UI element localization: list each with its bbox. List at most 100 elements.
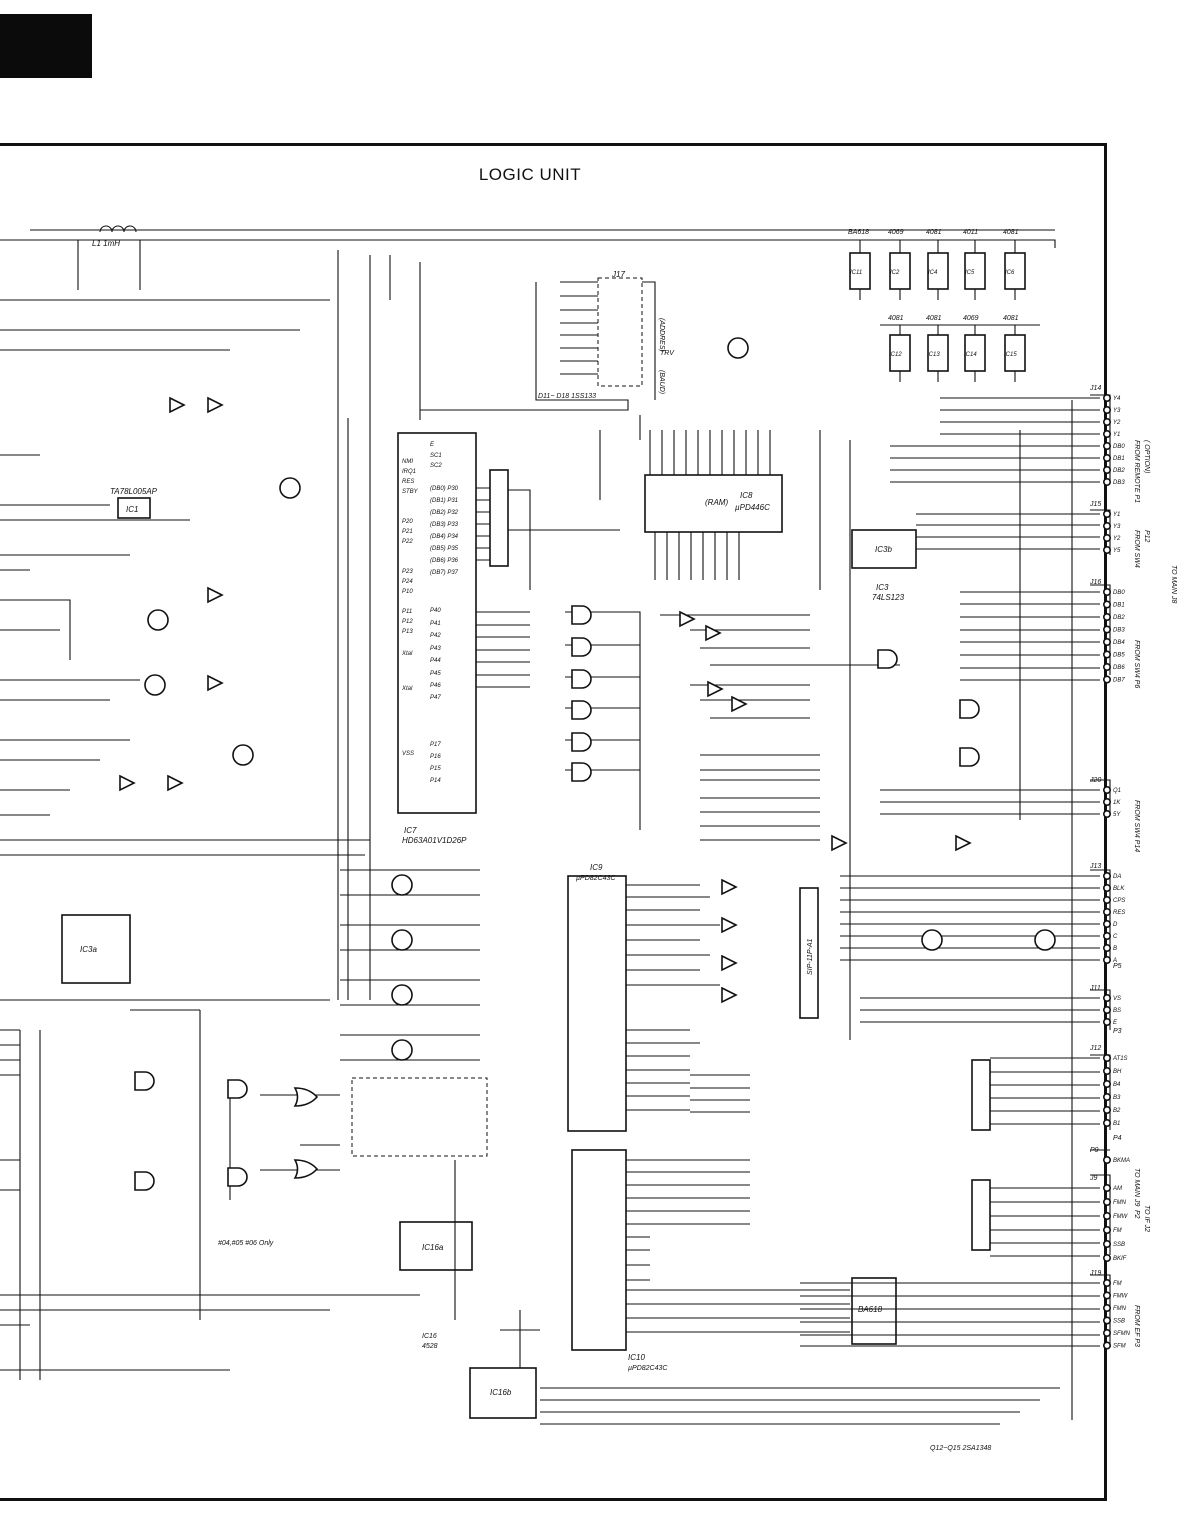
connector-pin-label: A — [1112, 958, 1117, 964]
connector-pin-label: AM — [1112, 1186, 1122, 1192]
power-ic-name: IC4 — [928, 270, 938, 276]
connector-pin — [1103, 1254, 1112, 1263]
connector-pin-label: B4 — [1113, 1082, 1121, 1088]
power-ic-name: IC11 — [850, 270, 862, 276]
ic7-pin-right: P17 — [430, 742, 441, 748]
connector-pin-label: FMN — [1113, 1200, 1127, 1206]
ic7-pin-left: Xtal — [401, 686, 413, 692]
trv-label: TRV — [660, 350, 675, 357]
connector-pin — [1103, 625, 1112, 634]
connector-pin — [1103, 1093, 1112, 1102]
connector-pin — [1103, 1279, 1112, 1288]
connector-pin — [1103, 1054, 1112, 1063]
connector-pin-label: DB1 — [1113, 603, 1125, 609]
sheet-title: LOGIC UNIT — [478, 165, 582, 184]
connector-pin-label: DB2 — [1113, 468, 1125, 474]
ic8-part: µPD446C — [735, 503, 770, 512]
connector-label: P5 — [1113, 963, 1122, 970]
connector-pin — [1103, 1304, 1112, 1313]
ic7-pin-right: P43 — [430, 646, 441, 652]
connector-pin — [1103, 797, 1112, 806]
connector-pin — [1103, 1198, 1112, 1207]
option-note: #04,#05 #06 Only — [218, 1240, 274, 1247]
connector-pin — [1103, 883, 1112, 892]
ic7-pin-left: P24 — [402, 579, 413, 585]
ic7-pin-right: (DB6) P36 — [430, 558, 459, 564]
connector-pin — [1103, 809, 1112, 818]
connector-name: P9 — [1090, 1147, 1099, 1154]
connector-pin — [1103, 895, 1112, 904]
connector-pin-label: SFM — [1113, 1344, 1126, 1350]
connector-pin — [1103, 1341, 1112, 1350]
connector-pin — [1103, 955, 1112, 964]
baud-label: (BAUD) — [658, 370, 665, 394]
connector-pin — [1103, 871, 1112, 880]
power-ic-part: 4081 — [1003, 315, 1019, 322]
connector-name: J15 — [1089, 501, 1101, 508]
connector-pin-label: Q1 — [1113, 788, 1121, 794]
power-ic-name: IC12 — [889, 352, 902, 358]
ic10-part: µPD82C43C — [628, 1365, 668, 1372]
connector-pin — [1103, 600, 1112, 609]
connector-pin-label: D — [1113, 922, 1118, 928]
connector-pin-label: DB3 — [1113, 480, 1125, 486]
connector-label: FROM SW4 — [1133, 530, 1140, 568]
ic7-pin-left: RES — [402, 479, 414, 485]
power-ic-labels: BA618IC114069IC24081IC44011IC54081IC6408… — [848, 229, 1019, 358]
ic7-pin-right: P47 — [430, 695, 441, 701]
connector-label: FROM REMOTE P1 — [1133, 440, 1140, 503]
ic7-pin-right: (DB2) P32 — [430, 510, 459, 516]
connector-pin-label: Y3 — [1113, 408, 1121, 414]
connector-pin — [1103, 919, 1112, 928]
connector-pin — [1103, 405, 1112, 414]
connector-label: P2 — [1133, 1210, 1140, 1219]
connector-pin — [1103, 441, 1112, 450]
connector-pin — [1103, 907, 1112, 916]
connector-pin-label: Y2 — [1113, 536, 1121, 542]
connector-pin-label: DB6 — [1113, 665, 1125, 671]
connector-pin — [1103, 637, 1112, 646]
ic9-part: µPD82C43C — [576, 875, 616, 882]
power-ic-name: IC2 — [890, 270, 900, 276]
connector-label: FROM SW4 P6 — [1133, 640, 1140, 688]
connector-pin — [1103, 1291, 1112, 1300]
ic7-pin-right: SC2 — [430, 463, 442, 469]
connector-pin — [1103, 943, 1112, 952]
d11-d18-label: D11~ D18 1SS133 — [538, 393, 596, 400]
connector-label: P3 — [1113, 1028, 1122, 1035]
ic1-part: TA78L005AP — [110, 487, 158, 496]
power-ic-part: 4081 — [888, 315, 904, 322]
connector-pin — [1103, 453, 1112, 462]
sip-label: SIP-11P-A1 — [807, 938, 814, 975]
connector-note: P12 — [1143, 530, 1150, 543]
ic7-pin-left: VSS — [402, 751, 414, 757]
ic7-pin-left: NMI — [402, 459, 413, 465]
connector-pin-label: DB7 — [1113, 678, 1125, 684]
ic7-pin-left: P11 — [402, 609, 412, 615]
connector-pin-label: Y1 — [1113, 432, 1120, 438]
connector-pin — [1103, 662, 1112, 671]
connector-pin — [1103, 1067, 1112, 1076]
connector-pin-label: DB1 — [1113, 456, 1125, 462]
ic7-part: HD63A01V1D26P — [402, 836, 467, 845]
connector-pin — [1103, 1017, 1112, 1026]
connector-pin — [1103, 1119, 1112, 1128]
sheet-frame — [0, 143, 1107, 1501]
connector-pin-label: RES — [1113, 910, 1125, 916]
power-ic-part: 4081 — [1003, 229, 1019, 236]
connector-pin — [1103, 521, 1112, 530]
connector-pin — [1103, 993, 1112, 1002]
ic11-part: BA618 — [858, 1305, 883, 1314]
q12-q15-note: Q12~Q15 2SA1348 — [930, 1445, 991, 1452]
ic7-pin-left: P21 — [402, 529, 413, 535]
logic-gates — [119, 337, 1056, 1191]
ic7-pin-right: (DB0) P30 — [430, 486, 459, 492]
connector-name: J20 — [1089, 777, 1101, 784]
connector-label: TO MAIN J9 — [1133, 1168, 1140, 1206]
connector-pin-label: DB3 — [1113, 628, 1125, 634]
connector-pin-label: Y1 — [1113, 512, 1120, 518]
connector-pin — [1103, 1184, 1112, 1193]
